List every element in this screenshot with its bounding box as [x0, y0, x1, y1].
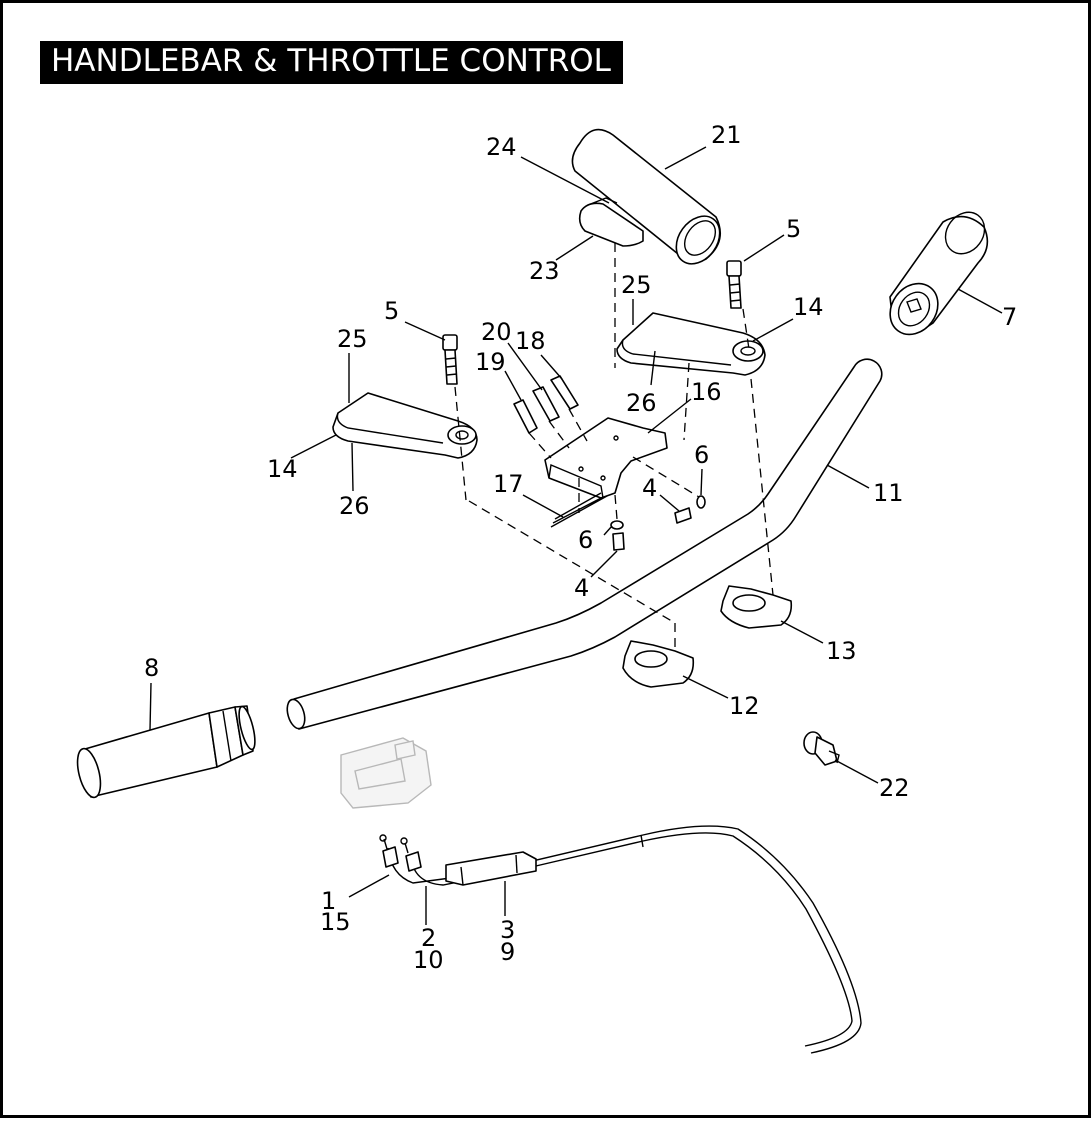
callout-4-right: 4: [642, 474, 657, 502]
callout-22: 22: [879, 774, 910, 802]
callout-26-right: 26: [626, 389, 657, 417]
callout-1: 1: [321, 887, 336, 915]
callout-18: 18: [515, 327, 546, 355]
throttle-cables: [379, 825, 862, 1054]
callout-25-right: 25: [621, 271, 652, 299]
right-riser-clamp: [616, 312, 766, 376]
alignment-lines: [454, 243, 774, 653]
leader-lines: [149, 146, 1003, 925]
callout-26-left: 26: [339, 492, 370, 520]
callouts: 21 24 23 5 7 5 25 25 14 20 18 19 16 26 1…: [144, 121, 1017, 974]
callout-14-left: 14: [267, 455, 298, 483]
riser-caps: [622, 585, 793, 688]
switch-housing-ghost: [340, 737, 432, 809]
callout-16: 16: [691, 378, 722, 406]
callout-20: 20: [481, 318, 512, 346]
handlebar: [286, 358, 883, 730]
diagram-title: HANDLEBAR & THROTTLE CONTROL: [40, 41, 623, 84]
callout-9: 9: [500, 938, 515, 966]
callout-14-right: 14: [793, 293, 824, 321]
callout-19: 19: [475, 348, 506, 376]
callout-15: 15: [320, 908, 351, 936]
accessory-mount: [571, 128, 722, 265]
callout-11: 11: [873, 479, 904, 507]
screws: [442, 260, 742, 385]
center-bracket: [544, 417, 668, 499]
callout-23: 23: [529, 257, 560, 285]
callout-6-left: 6: [578, 526, 593, 554]
callout-4-left: 4: [574, 574, 589, 602]
left-riser-clamp: [332, 392, 478, 459]
studs: [513, 375, 579, 434]
callout-2: 2: [421, 924, 436, 952]
right-grip: [889, 211, 989, 336]
callout-3: 3: [500, 916, 515, 944]
callout-5-left: 5: [384, 297, 399, 325]
callout-13: 13: [826, 637, 857, 665]
callout-17: 17: [493, 470, 524, 498]
throttle-grip: [76, 705, 256, 799]
callout-6-right: 6: [694, 441, 709, 469]
callout-12: 12: [729, 692, 760, 720]
callout-10: 10: [413, 946, 444, 974]
cable-clip: [803, 731, 840, 766]
callout-8: 8: [144, 654, 159, 682]
callout-25-left: 25: [337, 325, 368, 353]
callout-21: 21: [711, 121, 742, 149]
callout-24: 24: [486, 133, 517, 161]
parts-diagram: 21 24 23 5 7 5 25 25 14 20 18 19 16 26 1…: [76, 121, 1017, 1054]
callout-7: 7: [1002, 303, 1017, 331]
callout-5-right: 5: [786, 215, 801, 243]
small-bolts-washers: [610, 495, 706, 551]
